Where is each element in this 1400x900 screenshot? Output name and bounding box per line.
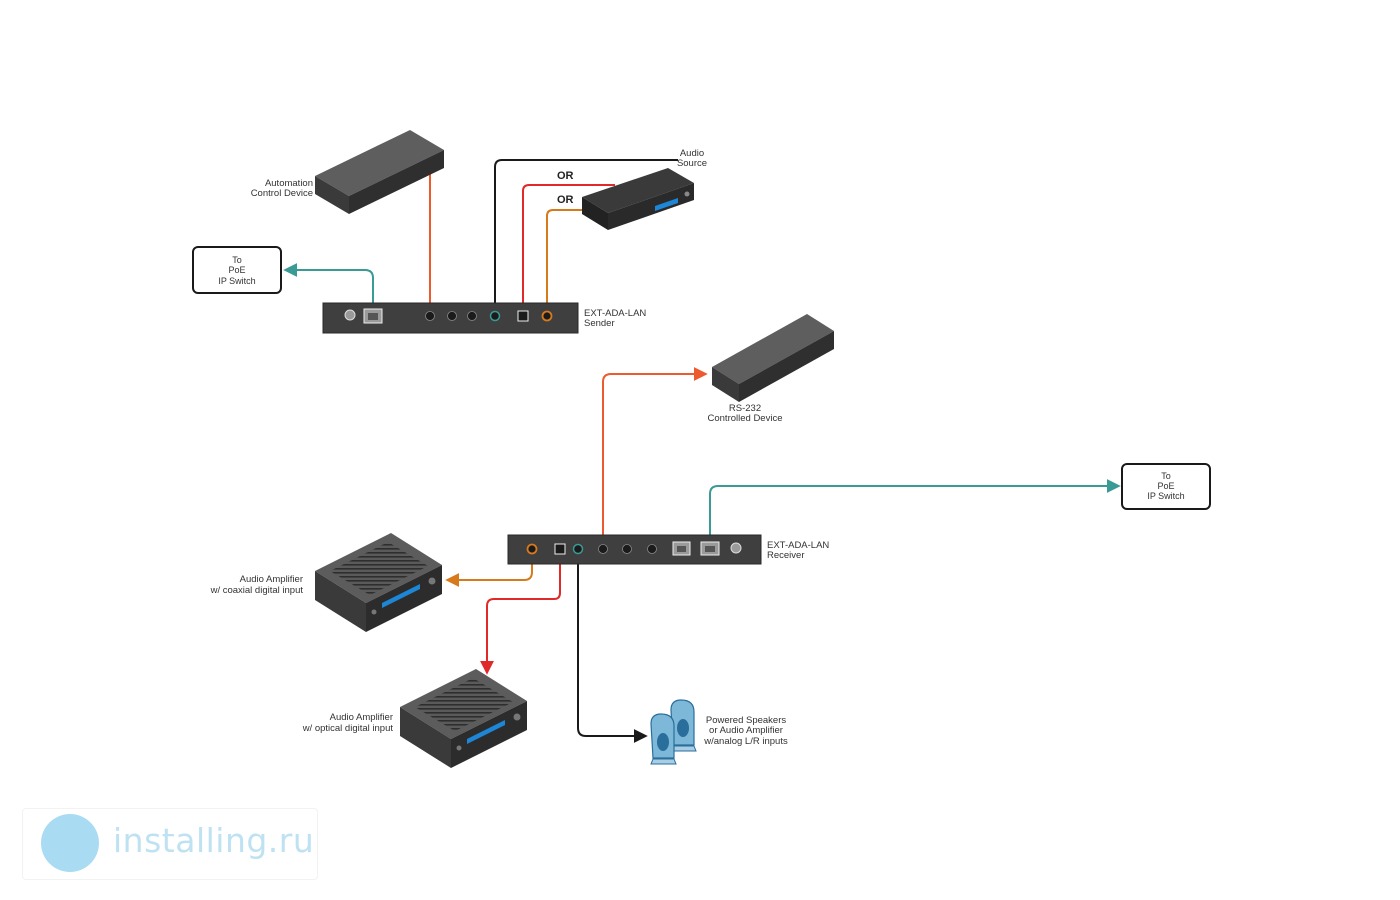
- powered-speakers: [650, 699, 697, 765]
- analog-cable-source-to-sender: [494, 159, 678, 312]
- poe-switch-box-top: [192, 246, 282, 294]
- receiver-label-line1: EXT-ADA-LAN: [767, 540, 829, 551]
- speakers-label-line1: Powered Speakers: [706, 715, 787, 726]
- amp-optical-label-line2: w/ optical digital input: [302, 723, 394, 734]
- poe-switch-box-right: [1121, 463, 1211, 510]
- speakers-label-line2: or Audio Amplifier: [709, 725, 783, 736]
- watermark: installing.ru: [22, 808, 318, 880]
- sender-label-line1: EXT-ADA-LAN: [584, 308, 646, 319]
- sender-panel: [322, 302, 579, 334]
- sender-label-line2: Sender: [584, 318, 615, 329]
- poe-top-label-line1: To: [232, 255, 242, 265]
- sender-ir-in-port: [447, 311, 457, 321]
- receiver-power-jack: [730, 542, 742, 554]
- sender-power-jack: [344, 309, 356, 321]
- optical-cable-receiver-to-amp: [480, 556, 561, 675]
- receiver-rs232-port: [598, 544, 608, 554]
- coaxial-cable-receiver-to-amp: [445, 556, 533, 587]
- sender-rs232-port: [425, 311, 435, 321]
- audio-source-label-line2: Source: [677, 158, 707, 169]
- sender-optical-in-port: [517, 310, 529, 322]
- automation-label-line2: Control Device: [251, 188, 313, 199]
- lan-cable-receiver-to-poe: [709, 479, 1121, 545]
- rs232-controlled-device: [712, 314, 834, 402]
- speakers-label-line3: w/analog L/R inputs: [703, 736, 788, 747]
- receiver-analog-out-port: [572, 543, 584, 555]
- audio-source-label-line1: Audio: [680, 148, 704, 159]
- automation-label-line1: Automation: [265, 178, 313, 189]
- poe-right-label-line1: To: [1161, 471, 1171, 481]
- receiver-ir-in-port: [622, 544, 632, 554]
- analog-cable-receiver-to-speakers: [577, 556, 648, 743]
- audio-amplifier-optical: [400, 669, 527, 768]
- automation-control-device: [315, 130, 444, 214]
- watermark-text: installing.ru: [113, 821, 315, 860]
- audio-source-device: [582, 168, 694, 230]
- watermark-logo-icon: [41, 814, 99, 872]
- amp-coax-label-line1: Audio Amplifier: [240, 574, 303, 585]
- receiver-ir-out-port: [647, 544, 657, 554]
- cables: [283, 159, 1121, 743]
- coaxial-cable-source-to-sender: [546, 209, 600, 312]
- sender-ir-out-port: [467, 311, 477, 321]
- receiver-coax-out-port: [526, 543, 538, 555]
- or-label-2: OR: [557, 194, 574, 206]
- audio-amplifier-coaxial: [315, 533, 442, 632]
- sender-coax-in-port: [541, 310, 553, 322]
- receiver-panel: [507, 534, 762, 565]
- poe-right-label-line2: PoE: [1157, 481, 1174, 491]
- poe-right-label-line3: IP Switch: [1147, 491, 1184, 501]
- receiver-optical-out-port: [554, 543, 566, 555]
- poe-top-label-line3: IP Switch: [218, 276, 255, 286]
- optical-cable-source-to-sender: [522, 184, 615, 312]
- receiver-label-line2: Receiver: [767, 550, 805, 561]
- poe-top-label-line2: PoE: [228, 265, 245, 275]
- rs232-label-line1: RS-232: [729, 403, 761, 414]
- lan-cable-sender-to-poe: [283, 263, 374, 312]
- amp-coax-label-line2: w/ coaxial digital input: [210, 585, 304, 596]
- amp-optical-label-line1: Audio Amplifier: [330, 712, 393, 723]
- sender-analog-in-port: [489, 310, 501, 322]
- or-label-1: OR: [557, 170, 574, 182]
- rs232-cable-receiver-to-controlled-device: [602, 367, 708, 545]
- rs232-label-line2: Controlled Device: [708, 413, 783, 424]
